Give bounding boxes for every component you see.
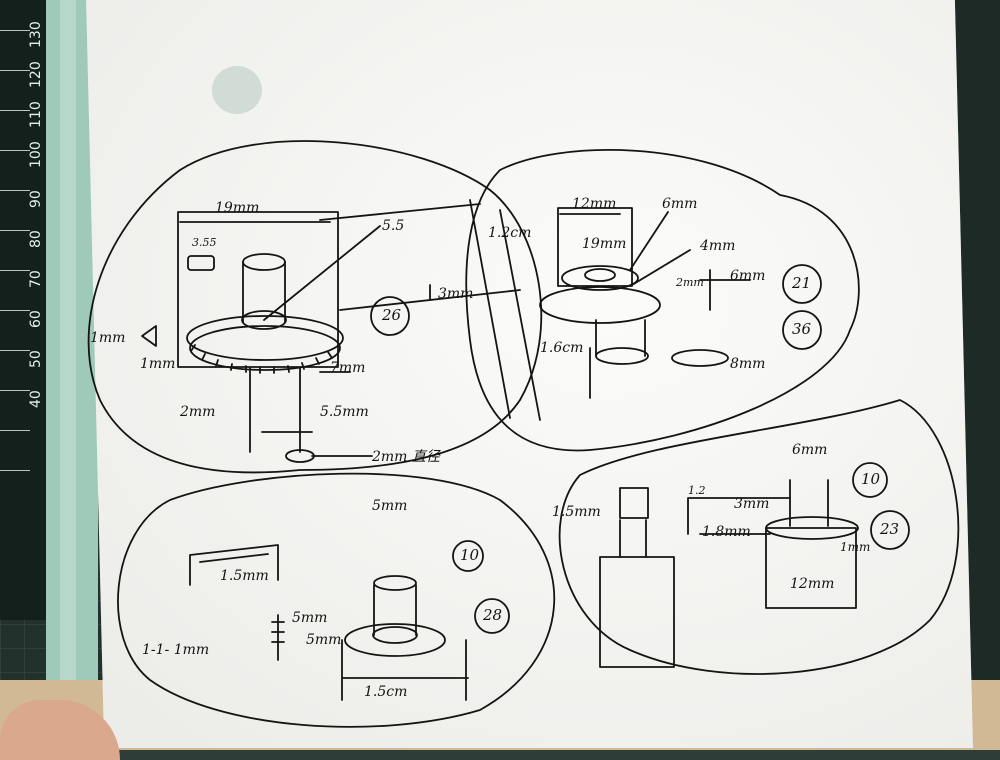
dim-1.5cm [341,639,469,701]
label-1.8mm: 1.8mm [702,524,751,540]
label-5.5mm: 5.5mm [320,404,369,420]
gear3 [344,623,446,657]
label-6mm-bottom: 6mm [792,442,828,458]
dim-1.2cm [319,199,511,419]
label-5mm-top: 5mm [372,498,408,514]
label-12mm: 12mm [572,196,617,212]
motor-body [177,211,339,368]
motor3-gear [619,487,649,519]
motor3-shaft [619,519,647,558]
cylinder-body [765,527,857,609]
circle-28 [474,598,510,634]
label-21: 21 [792,274,812,292]
dim-1.2-line [687,497,791,535]
small-screw [271,614,285,661]
label-28: 28 [483,606,503,624]
gear2-top [561,265,639,291]
gear3-shaft [373,584,417,636]
label-7mm: 7mm [330,360,366,376]
dim-6mm-right [699,269,751,311]
dim-5.5-leader [263,225,381,321]
label-3mm-bottom: 3mm [734,496,770,512]
label-26: 26 [382,306,402,324]
label-1.6cm: 1.6cm [540,340,584,356]
label-6mm-right: 6mm [730,268,766,284]
circle-10 [452,540,484,572]
gear2-shaft [595,319,646,357]
arrow-1mm [141,325,157,347]
label-2mm-diameter: 2mm 直径 [372,449,440,465]
bubble-bottom-left [117,472,556,728]
label-6mm-top: 6mm [662,196,698,212]
label-1.5mm-right: 1.5mm [552,504,601,520]
label-3mm: 3mm [438,286,474,302]
bracket-shape [189,544,279,586]
label-19mm: 19mm [215,200,260,216]
gear-teeth [190,344,333,374]
bubble-top-right [465,149,860,452]
label-12mm-bottom: 12mm [790,576,835,592]
gear-hub [241,310,287,330]
circle-26 [370,296,410,336]
label-10-bottom: 10 [861,470,881,488]
label-1mm-bottom: 1mm [840,540,871,554]
gear2-outer [539,286,661,324]
label-1-1-1mm: 1-1- 1mm [142,642,210,658]
shaft-top [242,261,286,323]
dim-1.2cm-b [499,209,541,421]
circle-36 [782,310,822,350]
dim-4mm-leader [631,249,691,286]
label-36: 36 [792,320,812,338]
circle-23 [870,510,910,550]
label-1.2: 1.2 [688,484,706,497]
gear2-bottom [595,347,649,365]
label-1mm-a: 1mm [90,330,126,346]
gear3-top [373,575,417,591]
label-8mm: 8mm [730,356,766,372]
circle-21 [782,264,822,304]
bubble-bottom-right [558,399,960,675]
label-1.5mm-bracket: 1.5mm [220,568,269,584]
label-1.2cm: 1.2cm [488,225,532,241]
shaft-top-ellipse [242,253,286,271]
label-1.5cm: 1.5cm [364,684,408,700]
paper-shading [86,0,973,748]
gear-top [186,315,344,361]
gear3-inner [372,626,418,644]
cylinder-upper [789,479,829,527]
motor-label-box [187,255,215,271]
ink-stain [212,66,262,114]
dim-3mm [339,284,521,311]
label-2mm: 2mm [180,404,216,420]
label-5mm-b: 5mm [306,632,342,648]
label-2mm-right: 2mm [676,276,704,289]
label-1mm-b: 1mm [140,356,176,372]
label-19mm-right: 19mm [582,236,627,252]
motor3-body [599,556,675,668]
gear-bottom [189,325,341,371]
ruler-highlight [60,0,76,750]
label-23: 23 [880,520,900,538]
cylinder-top [765,516,859,540]
gear2-small [671,349,729,367]
bubble-top-left [87,140,543,474]
label-10: 10 [460,546,480,564]
motor2-body [557,207,633,287]
label-5mm-a: 5mm [292,610,328,626]
circle-10b [852,462,888,498]
lower-shaft [249,367,301,453]
label-4mm: 4mm [700,238,736,254]
label-5.5: 5.5 [382,218,405,234]
dim-6mm-leader [629,211,669,271]
label-3.55: 3.55 [192,236,217,249]
gear2-hub [584,268,616,282]
